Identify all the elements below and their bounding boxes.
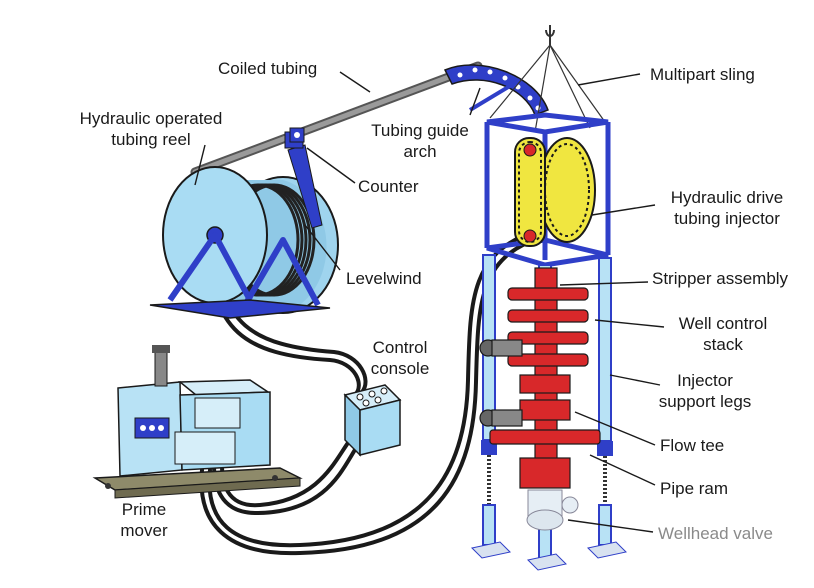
label-levelwind: Levelwind: [346, 269, 422, 288]
label-well-control-stack-line2: stack: [703, 335, 743, 354]
label-tubing-reel: Hydraulic operated tubing reel: [62, 108, 240, 150]
label-well-control-stack: Well control stack: [660, 313, 786, 355]
label-tubing-reel-line1: Hydraulic operated: [79, 109, 223, 128]
prime-mover: [92, 345, 303, 499]
label-tubing-guide-arch: Tubing guide arch: [355, 120, 485, 162]
label-prime-mover: Prime mover: [108, 499, 180, 541]
label-stripper-assembly: Stripper assembly: [652, 269, 789, 288]
label-prime-mover-line2: mover: [120, 521, 168, 540]
label-control-console-line1: Control: [372, 338, 428, 357]
multipart-sling: [489, 25, 606, 133]
label-coiled-tubing: Coiled tubing: [218, 59, 318, 78]
label-tubing-guide-arch-line1: Tubing guide: [371, 121, 469, 140]
label-injector-support-legs: Injector support legs: [640, 370, 770, 412]
label-pipe-ram: Pipe ram: [660, 479, 729, 498]
counter: [289, 127, 305, 143]
control-console: [343, 384, 402, 457]
hydraulic-drive-injector: [514, 137, 596, 247]
label-injector-support-legs-line2: support legs: [658, 392, 752, 411]
label-multipart-sling: Multipart sling: [650, 65, 755, 84]
label-tubing-guide-arch-line2: arch: [403, 142, 437, 161]
label-hydraulic-drive-injector-line2: tubing injector: [674, 209, 780, 228]
label-hydraulic-drive-injector: Hydraulic drive tubing injector: [652, 187, 802, 229]
label-flow-tee: Flow tee: [660, 436, 725, 455]
label-tubing-reel-line2: tubing reel: [111, 130, 191, 149]
label-control-console: Control console: [355, 337, 445, 379]
label-control-console-line2: console: [370, 359, 430, 378]
well-control-stack: [479, 267, 601, 489]
wellhead-valve: [526, 489, 579, 531]
label-prime-mover-line1: Prime: [121, 500, 167, 519]
label-wellhead-valve: Wellhead valve: [658, 524, 773, 543]
tubing-guide-arch: [443, 64, 549, 116]
label-injector-support-legs-line1: Injector: [677, 371, 733, 390]
label-hydraulic-drive-injector-line1: Hydraulic drive: [670, 188, 784, 207]
label-well-control-stack-line1: Well control: [678, 314, 768, 333]
label-counter: Counter: [358, 177, 419, 196]
leader-lines: [194, 71, 665, 533]
